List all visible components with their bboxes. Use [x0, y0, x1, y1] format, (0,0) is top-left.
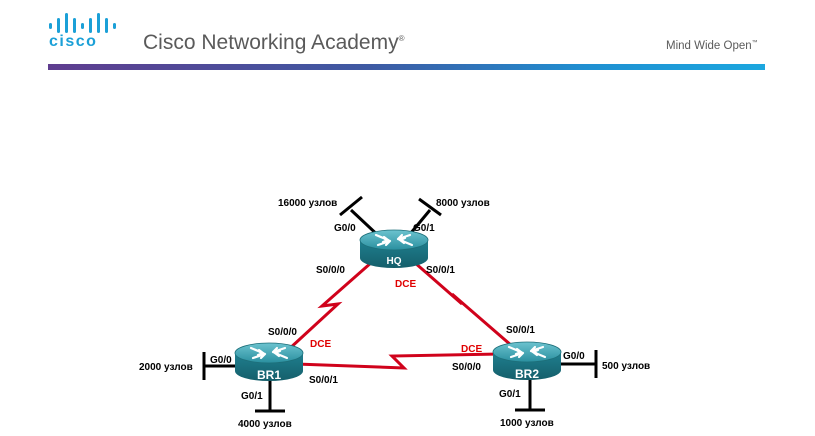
header: cisco Cisco Networking Academy® Mind Wid… [0, 0, 815, 72]
academy-title: Cisco Networking Academy® [143, 31, 405, 55]
br1-g00-interface: G0/0 [210, 355, 232, 366]
academy-title-text: Cisco Networking Academy [143, 31, 399, 54]
br1-s000-interface: S0/0/0 [268, 327, 297, 338]
tagline: Mind Wide Open™ [666, 40, 758, 52]
trademark-mark: ™ [751, 40, 758, 47]
router-hq-icon: HQ [358, 228, 430, 270]
br1-s001-interface: S0/0/1 [309, 375, 338, 386]
lan-bar-hq-g00 [339, 195, 363, 217]
hq-g00-interface: G0/0 [334, 223, 356, 234]
br1-lan-g00-hosts: 2000 узлов [139, 362, 193, 373]
serial-link-hq-br2 [413, 260, 513, 348]
cisco-logo-bars-icon [49, 13, 116, 33]
br2-lan-g01-hosts: 1000 узлов [500, 418, 554, 429]
br1-lan-g01-hosts: 4000 узлов [238, 419, 292, 430]
hq-s001-interface: S0/0/1 [426, 265, 455, 276]
br2-lan-g00-hosts: 500 узлов [602, 361, 650, 372]
tagline-text: Mind Wide Open [666, 40, 752, 52]
br2-g01-interface: G0/1 [499, 389, 521, 400]
serial-link-br1-br2 [295, 352, 501, 370]
br2-s000-interface: S0/0/0 [452, 362, 481, 373]
router-br2-label: BR2 [515, 367, 539, 381]
router-br1-label: BR1 [257, 368, 281, 382]
serial-link-hq-br1 [286, 260, 373, 352]
br2-g00-interface: G0/0 [563, 351, 585, 362]
br1-g01-interface: G0/1 [241, 391, 263, 402]
header-gradient-bar [48, 64, 765, 70]
lan-bar-hq-g01 [418, 197, 442, 217]
dce-br1-br2: DCE [461, 344, 482, 355]
hq-g01-interface: G0/1 [413, 223, 435, 234]
hq-lan-g00-hosts: 16000 узлов [278, 198, 337, 209]
br2-s001-interface: S0/0/1 [506, 325, 535, 336]
hq-s000-interface: S0/0/0 [316, 265, 345, 276]
dce-hq-br1: DCE [310, 339, 331, 350]
dce-hq-br2: DCE [395, 279, 416, 290]
router-br1-icon: BR1 [233, 341, 305, 383]
hq-lan-g01-hosts: 8000 узлов [436, 198, 490, 209]
registered-mark: ® [398, 34, 405, 43]
cisco-logo-word: cisco [49, 33, 98, 50]
router-hq-label: HQ [387, 256, 402, 267]
router-br2-icon: BR2 [491, 340, 563, 382]
